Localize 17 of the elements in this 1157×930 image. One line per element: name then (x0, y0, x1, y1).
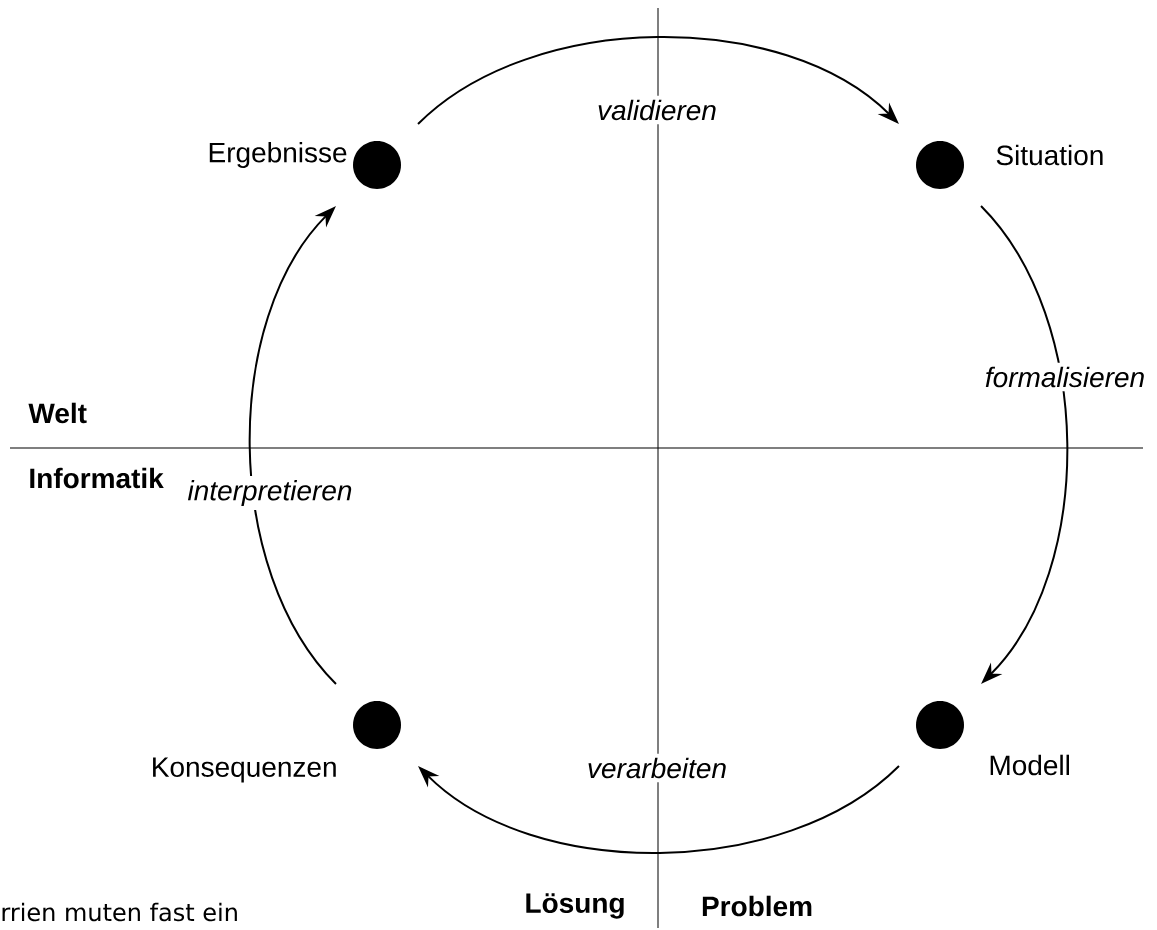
edge-label: validieren (593, 95, 721, 125)
dot (916, 141, 964, 189)
edge-label: formalisieren (980, 362, 1150, 392)
dot (916, 701, 964, 749)
dot (353, 701, 401, 749)
edge-label: verarbeiten (582, 753, 732, 783)
point-label: Modell (990, 754, 1069, 776)
dot (353, 141, 401, 189)
quadrant-label: Lösung (526, 893, 624, 919)
point-label: Konsequenzen (153, 757, 336, 783)
quadrant-label: Problem (702, 895, 812, 917)
point-label: Ergebnisse (209, 141, 347, 169)
quadrant-label: Welt (28, 402, 87, 424)
point-label: Situation (996, 144, 1103, 166)
edge-label: interpretieren (183, 475, 357, 511)
quadrant-label: Informatik (30, 467, 164, 489)
text-fragment: rrien muten fast ein (2, 902, 237, 922)
